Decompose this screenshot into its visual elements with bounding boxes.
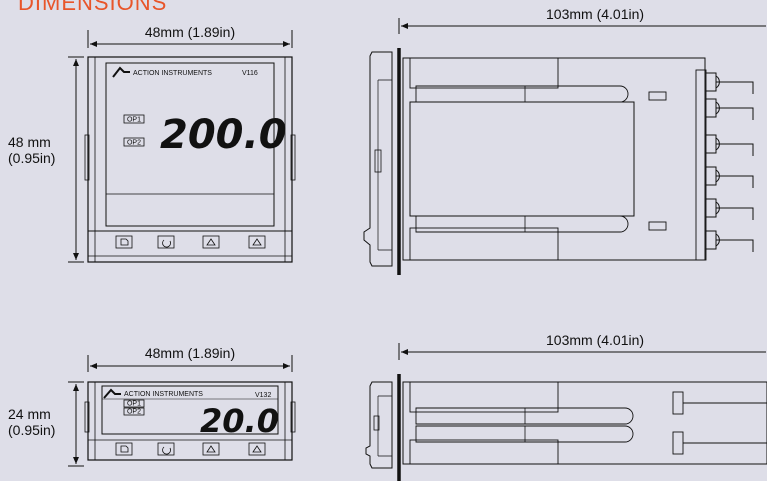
side-clip-right: [290, 134, 296, 181]
depth-label: 103mm (4.01in): [546, 6, 644, 22]
brand-logo-icon: [112, 66, 130, 78]
case-label-area: [409, 101, 635, 217]
height-label-line2: (0.95in): [8, 422, 55, 438]
lower-slot: [415, 425, 634, 443]
op1-label: OP1: [127, 117, 141, 124]
brand-name: ACTION INSTRUMENTS: [133, 70, 212, 77]
cycle-icon: [162, 239, 171, 248]
triangle-icon: [206, 238, 216, 246]
op2-label: OP2: [127, 409, 141, 416]
upper-clip: [409, 57, 559, 89]
brand-logo-icon: [103, 388, 121, 399]
lower-clip: [409, 227, 559, 261]
up-button: [248, 235, 266, 249]
height-label-line1: 48 mm: [8, 134, 51, 150]
upper-slot: [415, 407, 634, 425]
display-readout: 200.0: [160, 112, 287, 158]
page-icon: [120, 445, 129, 453]
vent-upper: [672, 391, 684, 415]
op2-indicator: [123, 137, 145, 147]
display-window: [105, 62, 275, 227]
depth-label: 103mm (4.01in): [546, 332, 644, 348]
op1-indicator: [123, 399, 145, 408]
cycle-button: [157, 235, 175, 249]
terminal-rail: [695, 69, 707, 261]
vent-upper: [648, 91, 667, 101]
model-number: V116: [242, 70, 258, 77]
front-bezel-inner: [94, 56, 286, 263]
page-title: DIMENSIONS: [18, 0, 168, 15]
side-clip-right: [290, 401, 296, 433]
side-clip-left: [84, 401, 90, 433]
bezel-profile: [365, 381, 393, 469]
op2-indicator: [123, 407, 145, 416]
terminal-block: [706, 72, 754, 252]
down-button: [202, 442, 220, 456]
width-label: 48mm (1.89in): [145, 24, 235, 40]
vent-lower: [672, 431, 684, 455]
top-front-view: 48mm (1.89in) 48 mm (0.95in) ACTION INST…: [8, 24, 296, 263]
upper-slot: [415, 85, 629, 103]
up-button: [248, 442, 266, 456]
bezel-profile: [363, 51, 393, 267]
triangle-icon: [252, 445, 262, 453]
height-label-line1: 24 mm: [8, 406, 51, 422]
page-button: [115, 235, 133, 249]
page-button: [115, 442, 133, 456]
width-label: 48mm (1.89in): [145, 345, 235, 361]
model-number: V132: [255, 392, 271, 399]
display-window: [101, 385, 279, 435]
upper-clip: [409, 381, 559, 413]
triangle-icon: [206, 445, 216, 453]
display-readout: 20.0: [200, 402, 279, 440]
brand-name: ACTION INSTRUMENTS: [124, 391, 203, 398]
lower-clip: [409, 439, 559, 465]
vent-lower: [648, 221, 667, 231]
triangle-icon: [252, 238, 262, 246]
bezel-latch: [374, 149, 382, 173]
cycle-icon: [162, 446, 171, 455]
bottom-front-view: 48mm (1.89in) 24 mm (0.95in) ACTION INST…: [8, 345, 296, 467]
op1-indicator: [123, 114, 145, 124]
op1-label: OP1: [127, 401, 141, 408]
top-side-view: 103mm (4.01in): [363, 6, 766, 275]
front-bezel-inner: [94, 381, 286, 461]
bottom-side-view: 103mm (4.01in): [365, 332, 767, 481]
side-clip-left: [84, 134, 90, 181]
case-body: [402, 381, 767, 465]
bezel-latch: [373, 415, 380, 431]
lower-slot: [415, 215, 629, 233]
op2-label: OP2: [127, 140, 141, 147]
down-button: [202, 235, 220, 249]
height-label-line2: (0.95in): [8, 150, 55, 166]
cycle-button: [157, 442, 175, 456]
page-icon: [120, 238, 129, 246]
